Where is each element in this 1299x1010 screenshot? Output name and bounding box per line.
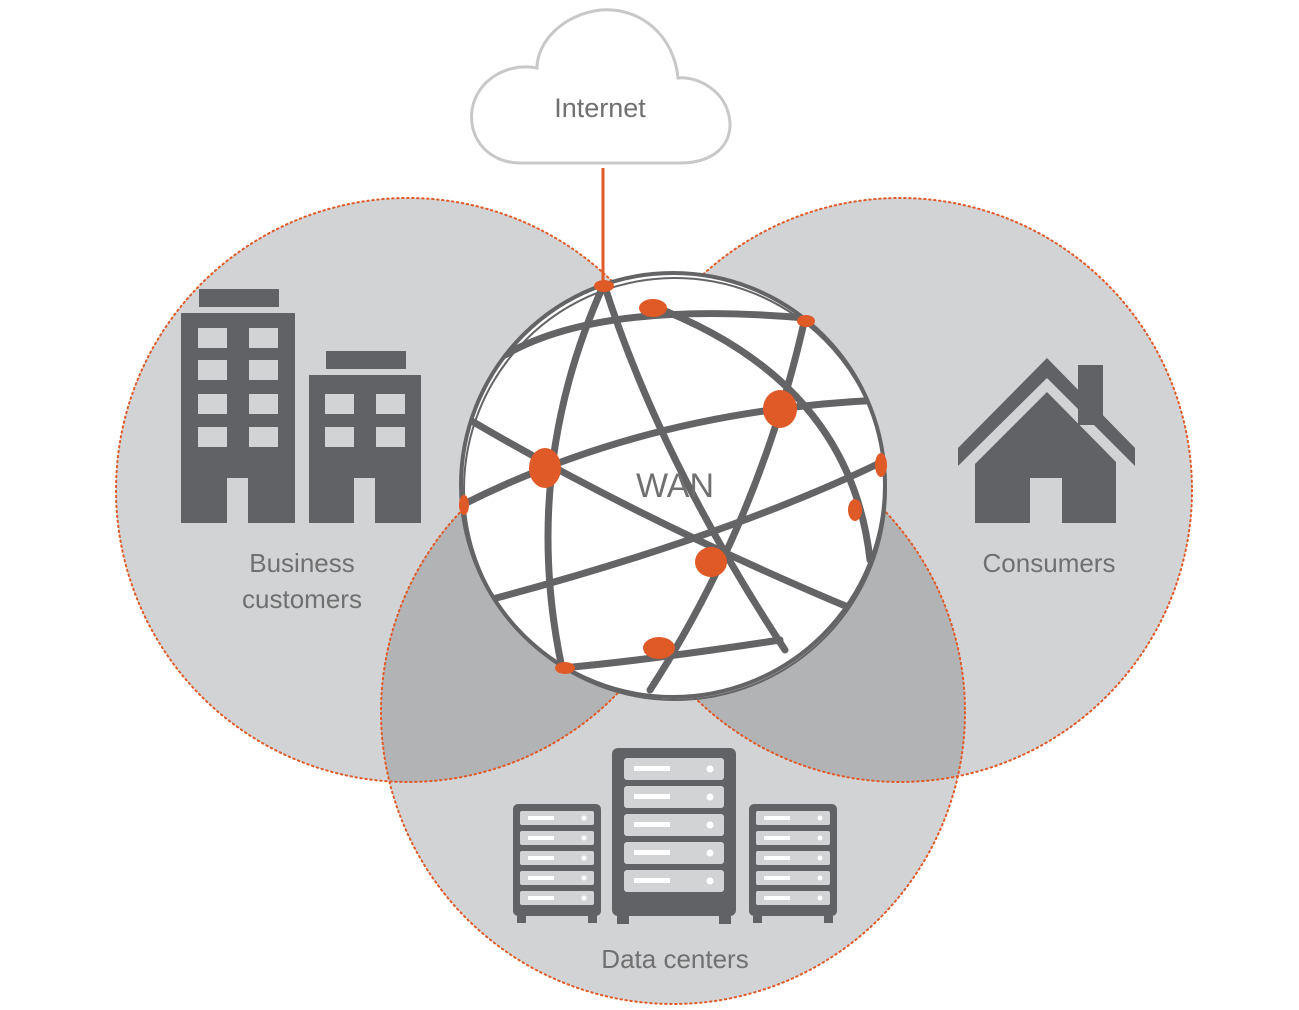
server-rack-icon [513, 748, 837, 924]
wan-label: WAN [636, 467, 714, 505]
business-label-line1: Business [249, 548, 355, 578]
network-node [875, 453, 887, 477]
internet-label: Internet [554, 93, 646, 123]
globe-network-icon [459, 271, 887, 701]
house-icon [958, 358, 1135, 523]
network-node [555, 662, 575, 674]
server-rack-center [612, 748, 736, 924]
network-node [763, 390, 797, 428]
network-node [594, 280, 614, 292]
network-node [643, 637, 675, 659]
network-node [695, 547, 727, 577]
network-node [529, 448, 561, 488]
business-label-line2: customers [242, 584, 362, 614]
data-centers-label: Data centers [601, 944, 748, 974]
network-node [639, 299, 667, 317]
office-buildings-icon [181, 289, 421, 523]
consumers-label: Consumers [983, 548, 1116, 578]
server-rack-right [749, 804, 837, 923]
server-rack-left [513, 804, 601, 923]
network-node [459, 495, 469, 515]
network-node [797, 315, 815, 327]
network-node [848, 499, 862, 521]
cloud-icon [470, 8, 732, 165]
